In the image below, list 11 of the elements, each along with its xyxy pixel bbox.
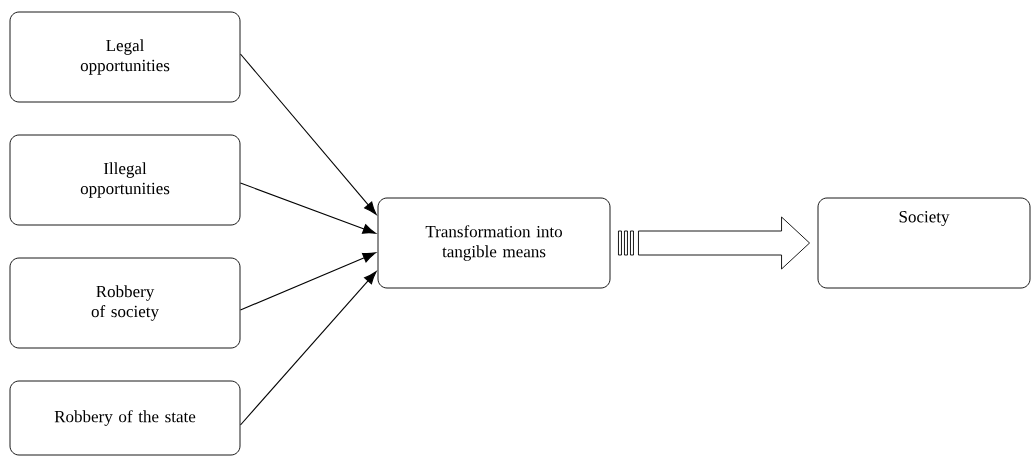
arrow (239, 271, 377, 426)
process-box: Transformation into tangible means (377, 197, 611, 289)
arrow (239, 53, 377, 215)
arrow (239, 252, 376, 311)
process-box: Robbery of society (9, 257, 241, 349)
process-box: Legal opportunities (9, 11, 241, 103)
process-box: Illegal opportunities (9, 134, 241, 226)
block-arrow (618, 216, 810, 270)
process-box: Robbery of the state (9, 380, 241, 456)
arrow (239, 182, 376, 234)
process-box: Society (817, 197, 1031, 289)
